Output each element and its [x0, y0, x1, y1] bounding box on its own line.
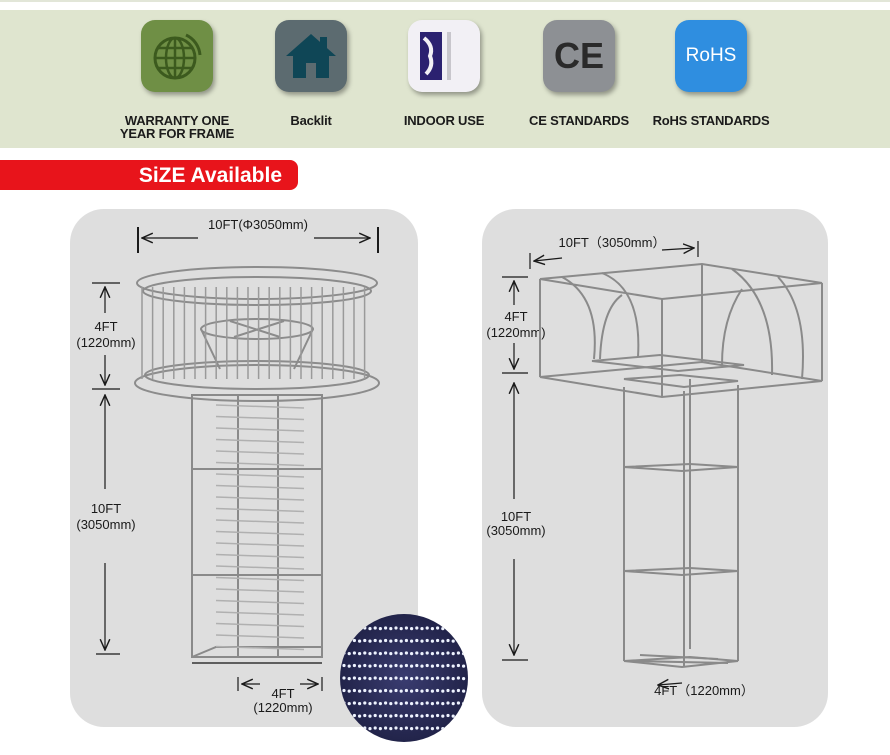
led-strip-photo: [340, 614, 468, 742]
feature-ce: CE CE STANDARDS: [509, 20, 649, 140]
feature-rohs: RoHS RoHS STANDARDS: [641, 20, 781, 140]
indoor-icon-graphic: [420, 32, 451, 80]
feature-label: Backlit: [290, 114, 331, 127]
round-tower-drawing: 10FT(Φ3050mm) 4FT (1220mm) 10FT (3050mm): [76, 217, 380, 715]
column-height-label: 10FT: [501, 509, 531, 524]
base-width-label: 4FT: [271, 686, 294, 701]
column-frame: [191, 394, 323, 658]
top-width-label: 10FT(Φ3050mm): [208, 217, 308, 232]
feature-label-line: RoHS STANDARDS: [652, 113, 770, 128]
indoor-icon: [408, 20, 480, 92]
feature-label: RoHS STANDARDS: [653, 114, 770, 127]
ce-icon: CE: [543, 20, 615, 92]
globe-icon: [141, 20, 213, 92]
head-height-label-mm: (1220mm): [486, 325, 545, 340]
feature-backlit: Backlit: [241, 20, 381, 140]
base-width-label-mm: (1220mm): [253, 700, 312, 715]
column-height-label: 10FT: [91, 501, 121, 516]
feature-label-line: YEAR FOR FRAME: [119, 126, 235, 141]
column-rungs: [215, 404, 305, 651]
column-frame: [623, 373, 739, 669]
base-width-label: 4FT（1220mm）: [654, 683, 754, 698]
feature-warranty: WARRANTY ONE YEAR FOR FRAME: [107, 20, 247, 140]
house-icon: [275, 20, 347, 92]
globe-icon-graphic: [153, 33, 202, 80]
house-icon-graphic: [286, 34, 336, 78]
rohs-icon-text: RoHS: [685, 45, 737, 66]
column-height-label-mm: (3050mm): [486, 523, 545, 538]
column-height-label-mm: (3050mm): [76, 517, 135, 532]
square-head-frame: [539, 262, 823, 399]
size-banner-title: SiZE Available: [138, 164, 282, 187]
top-width-label: 10FT（3050mm）: [559, 235, 666, 250]
round-head-ribs: [141, 287, 366, 379]
square-tower-drawing: 10FT（3050mm） 4FT (1220mm) 10FT (3050mm): [486, 235, 823, 698]
feature-label-line: WARRANTY ONE: [124, 113, 230, 128]
size-banner: SiZE Available: [0, 160, 298, 190]
feature-label-line: CE STANDARDS: [529, 113, 629, 128]
feature-label: WARRANTY ONE YEAR FOR FRAME: [120, 114, 234, 140]
feature-band: WARRANTY ONE YEAR FOR FRAME Backlit IND: [0, 10, 890, 148]
feature-indoor: INDOOR USE: [374, 20, 514, 140]
ce-icon-text: CE: [553, 35, 604, 76]
led-dots-graphic: [342, 626, 466, 731]
feature-label-line: Backlit: [290, 113, 332, 128]
head-height-label: 4FT: [94, 319, 117, 334]
panel-square-tower: 10FT（3050mm） 4FT (1220mm) 10FT (3050mm): [482, 209, 828, 727]
head-height-label: 4FT: [504, 309, 527, 324]
round-head-frame: [134, 266, 380, 402]
feature-label-line: INDOOR USE: [403, 113, 485, 128]
top-divider: [0, 0, 890, 2]
head-height-label-mm: (1220mm): [76, 335, 135, 350]
rohs-icon: RoHS: [675, 20, 747, 92]
feature-label: CE STANDARDS: [529, 114, 629, 127]
feature-label: INDOOR USE: [403, 113, 485, 128]
